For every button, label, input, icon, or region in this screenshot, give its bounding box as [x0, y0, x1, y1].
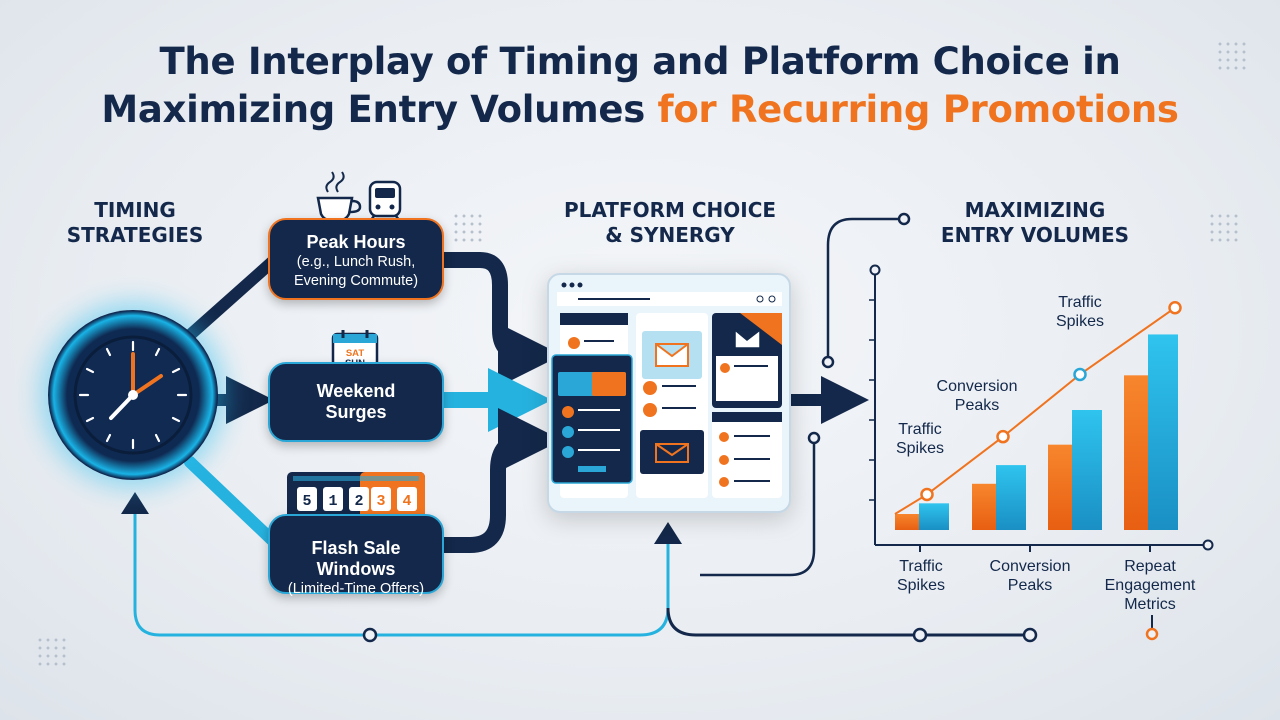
chart-trend-point: [920, 487, 934, 502]
category-text: Repeat: [1124, 558, 1176, 575]
title-line-2-main: Maximizing Entry Volumes: [101, 88, 658, 131]
section-title-timing-line2: STRATEGIES: [66, 223, 204, 247]
strategy-flash-sale: Flash Sale Windows (Limited-Time Offers): [268, 514, 444, 597]
chart-bar: [895, 514, 925, 530]
annotation-text: Spikes: [1055, 313, 1105, 330]
connector-peak-to-platform: [442, 252, 562, 387]
page-title: The Interplay of Timing and Platform Cho…: [60, 38, 1220, 134]
strategy-peak-hours-title: Peak Hours: [306, 232, 406, 252]
section-title-maximizing-line2: ENTRY VOLUMES: [940, 223, 1130, 247]
strategy-weekend-title: Weekend: [316, 381, 396, 401]
title-line-1: The Interplay of Timing and Platform Cho…: [159, 40, 1121, 83]
chart-annotation-traffic-spikes-1: Traffic Spikes: [878, 420, 962, 458]
decorative-dot-grid: [36, 636, 68, 668]
category-text: Metrics: [1124, 596, 1176, 613]
chart-trend-point: [996, 429, 1010, 444]
connector-clock-to-flash: [184, 456, 278, 546]
strategy-flash-sale-title: Flash Sale Windows: [311, 538, 401, 579]
section-title-platform: PLATFORM CHOICE & SYNERGY: [545, 198, 795, 248]
strategy-flash-sale-sub: (Limited-Time Offers): [287, 581, 425, 597]
annotation-text: Conversion: [936, 378, 1018, 395]
section-title-maximizing-line1: MAXIMIZING: [964, 198, 1106, 222]
strategy-peak-hours-sub1: (e.g., Lunch Rush,: [296, 254, 416, 270]
chart-axes: [869, 264, 1214, 551]
annotation-text: Traffic: [898, 421, 942, 438]
chart-bar: [996, 465, 1026, 530]
strategy-weekend-surges: Weekend Surges: [268, 362, 444, 442]
category-text: Traffic: [899, 558, 943, 575]
decorative-dot-grid: [1216, 40, 1248, 72]
chart-bar: [1148, 334, 1178, 530]
chart-category-label: Conversion Peaks: [976, 557, 1084, 595]
chart-trend-point: [1168, 301, 1182, 315]
feedback-arrowhead-left: [121, 492, 149, 514]
category-text: Engagement: [1104, 577, 1196, 594]
chart-trend: [894, 301, 1182, 515]
annotation-text: Peaks: [954, 397, 1000, 414]
strategy-peak-hours: Peak Hours (e.g., Lunch Rush, Evening Co…: [268, 218, 444, 300]
category-text: Conversion: [989, 558, 1071, 575]
section-title-timing: TIMING STRATEGIES: [55, 198, 215, 248]
chart-category-ticks: [919, 545, 1151, 552]
title-line-2: Maximizing Entry Volumes for Recurring P…: [60, 86, 1220, 134]
section-title-timing-line1: TIMING: [94, 198, 176, 222]
category-text: Peaks: [1007, 577, 1053, 594]
chart-bars: [895, 334, 1178, 530]
category-text: Spikes: [896, 577, 946, 594]
chart-annotation-traffic-spikes-2: Traffic Spikes: [1038, 293, 1122, 331]
connector-clock-to-peak: [184, 256, 278, 341]
section-title-platform-line1: PLATFORM CHOICE: [563, 198, 777, 222]
title-line-2-accent: for Recurring Promotions: [657, 88, 1179, 131]
chart-category-label: Traffic Spikes: [876, 557, 966, 595]
feedback-arrowhead-center: [654, 522, 682, 544]
decorative-dot-grid: [1208, 212, 1240, 244]
clock-face: [73, 335, 193, 455]
connector-flash-to-platform: [442, 408, 562, 553]
chart-category-label: Repeat Engagement Metrics: [1090, 557, 1210, 614]
strategy-peak-hours-sub2: Evening Commute): [293, 273, 419, 289]
chart-trend-point: [1073, 367, 1087, 382]
decorative-dot-grid: [452, 212, 484, 244]
chart-bar: [1072, 410, 1102, 530]
strategy-weekend-sub: Surges: [325, 402, 387, 422]
clock-icon: [48, 310, 218, 480]
chart-annotation-conversion-peaks: Conversion Peaks: [922, 377, 1032, 415]
section-title-platform-line2: & SYNERGY: [605, 223, 735, 247]
annotation-text: Spikes: [895, 440, 945, 457]
annotation-text: Traffic: [1058, 294, 1102, 311]
chart-bar: [919, 503, 949, 530]
section-title-maximizing: MAXIMIZING ENTRY VOLUMES: [925, 198, 1145, 248]
feedback-loop-line: [133, 510, 670, 637]
